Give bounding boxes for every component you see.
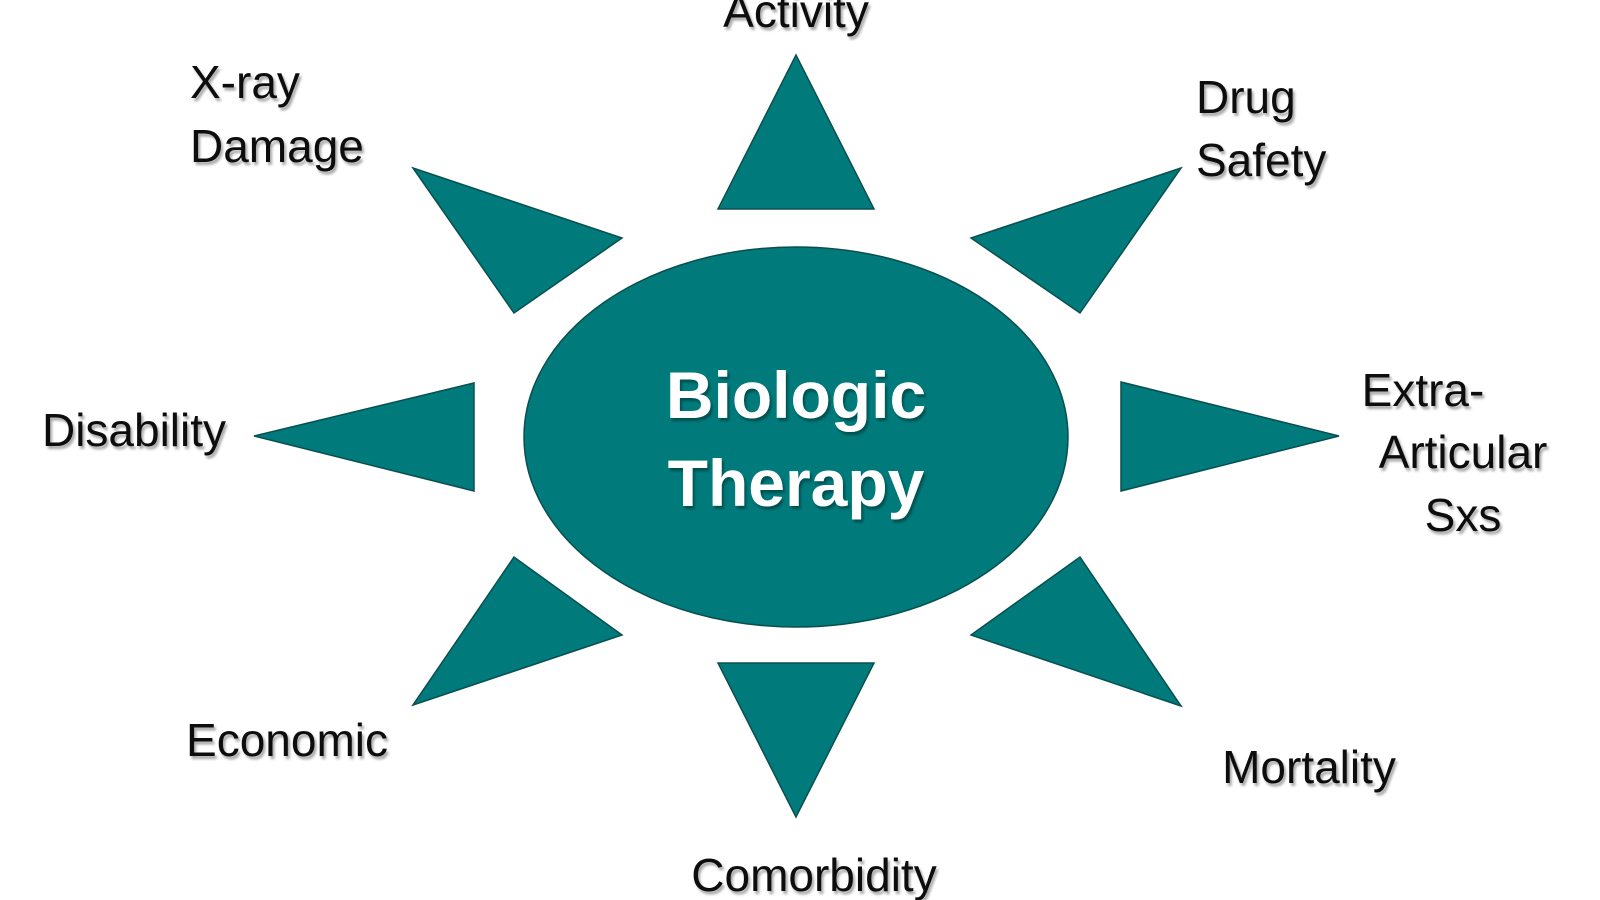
label-economic: Economic	[186, 714, 388, 766]
ray-top-right	[969, 166, 1183, 315]
ray-bottom-right	[969, 555, 1183, 708]
ray-right	[1120, 381, 1340, 492]
label-drug-safety-line1: Drug	[1196, 71, 1296, 123]
ray-bottom	[716, 662, 876, 819]
label-xray-damage-line2: Damage	[190, 120, 364, 172]
label-extra-articular-line1: Extra-	[1362, 364, 1485, 416]
label-xray-damage-line1: X-ray	[190, 56, 300, 108]
ray-top-left	[411, 166, 624, 315]
label-extra-articular-line3: Sxs	[1425, 489, 1502, 541]
label-comorbidity: Comorbidity	[691, 849, 936, 900]
center-label-line2: Therapy	[668, 446, 925, 520]
ray-bottom-left	[411, 555, 624, 707]
label-extra-articular-line2: Articular	[1379, 426, 1548, 478]
center-ellipse	[523, 246, 1069, 628]
ray-top	[716, 53, 876, 210]
label-disability: Disability	[42, 404, 226, 456]
center-label-line1: Biologic	[666, 358, 926, 432]
label-drug-safety-line2: Safety	[1196, 134, 1326, 186]
label-mortality: Mortality	[1222, 741, 1396, 793]
ray-left	[253, 382, 475, 492]
label-activity: Activity	[723, 0, 869, 37]
